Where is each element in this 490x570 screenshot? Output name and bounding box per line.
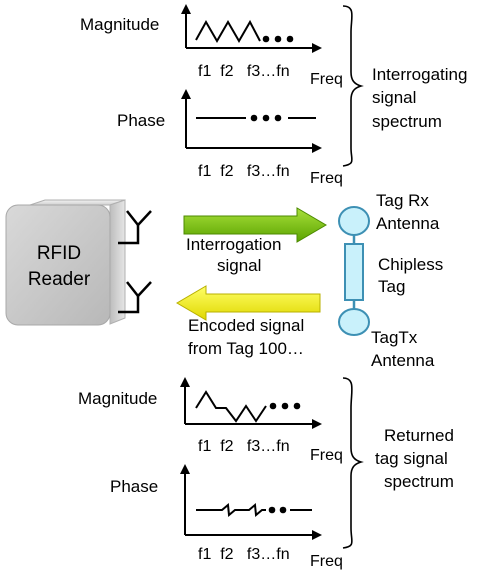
top-caption-line3: spectrum bbox=[372, 112, 442, 131]
top-phase-plot: Phase f1 f2 f3…fn Freq bbox=[117, 89, 343, 187]
bottom-phase-jumps-line bbox=[196, 503, 266, 517]
ellipsis-dot bbox=[279, 506, 287, 514]
bottom-brace bbox=[342, 377, 364, 549]
top-caption-line2: signal bbox=[372, 88, 416, 107]
bottom-caption-line3: spectrum bbox=[384, 472, 454, 491]
bottom-phase-x-arrowhead bbox=[312, 530, 322, 540]
ellipsis-dot bbox=[281, 402, 289, 410]
top-phase-label: Phase bbox=[117, 111, 165, 130]
return-arrow-icon bbox=[176, 285, 321, 321]
top-phase-freq-label: Freq bbox=[310, 170, 343, 187]
chipless-label-line1: Chipless bbox=[378, 255, 443, 274]
bottom-magnitude-y-arrowhead bbox=[180, 377, 190, 387]
bottom-magnitude-label: Magnitude bbox=[78, 389, 157, 408]
top-magnitude-x-arrowhead bbox=[312, 43, 322, 53]
ellipsis-dot bbox=[262, 35, 270, 43]
interrogation-label-line1: Interrogation bbox=[186, 235, 281, 254]
bottom-phase-freq-label: Freq bbox=[310, 553, 343, 570]
ellipsis-dot bbox=[274, 35, 282, 43]
ellipsis-dot bbox=[286, 35, 294, 43]
ellipsis-dot bbox=[293, 402, 301, 410]
bottom-magnitude-tick-labels: f1 f2 f3…fn bbox=[198, 438, 290, 455]
encoded-label-line2: from Tag 100… bbox=[188, 339, 304, 358]
bottom-magnitude-plot: Magnitude f1 f2 f3…fn Freq bbox=[78, 377, 343, 464]
tag-tx-label-line2: Antenna bbox=[371, 351, 435, 370]
interrogation-label-line2: signal bbox=[217, 256, 261, 275]
reader-rx-antenna-icon bbox=[118, 281, 152, 314]
tag-rx-antenna-icon bbox=[338, 206, 370, 236]
reader-label-line1: RFID bbox=[37, 243, 81, 264]
bottom-magnitude-freq-label: Freq bbox=[310, 447, 343, 464]
bottom-phase-y-arrowhead bbox=[180, 464, 190, 474]
ellipsis-dot bbox=[269, 402, 277, 410]
ellipsis-dot bbox=[250, 114, 258, 122]
ellipsis-dot bbox=[268, 506, 276, 514]
reader-side-face bbox=[109, 199, 126, 325]
tag-tx-antenna-icon bbox=[338, 308, 370, 336]
rfid-reader: RFID Reader bbox=[5, 199, 126, 326]
top-magnitude-plot: Magnitude f1 f2 f3…fn Freq bbox=[80, 4, 343, 88]
reader-tx-antenna-icon bbox=[118, 210, 152, 245]
tag-chip-body bbox=[344, 243, 364, 301]
bottom-magnitude-x-arrowhead bbox=[312, 419, 322, 429]
top-magnitude-tick-labels: f1 f2 f3…fn bbox=[198, 63, 290, 80]
bottom-caption-line2: tag signal bbox=[375, 449, 448, 468]
top-phase-x-arrowhead bbox=[312, 143, 322, 153]
top-caption: Interrogating signal spectrum bbox=[372, 65, 467, 131]
top-magnitude-y-arrowhead bbox=[181, 4, 191, 14]
bottom-caption-line1: Returned bbox=[384, 426, 454, 445]
bottom-caption: Returned tag signal spectrum bbox=[375, 426, 454, 491]
reader-label-line2: Reader bbox=[28, 269, 91, 290]
tag-rx-label-line2: Antenna bbox=[376, 214, 440, 233]
bottom-magnitude-notched-spectrum bbox=[195, 390, 267, 423]
tag-tx-label-line1: TagTx bbox=[371, 328, 418, 347]
chipless-tag bbox=[338, 206, 370, 336]
top-phase-y-arrowhead bbox=[181, 89, 191, 99]
top-caption-line1: Interrogating bbox=[372, 65, 467, 84]
interrogation-arrow-icon bbox=[183, 207, 327, 243]
bottom-phase-label: Phase bbox=[110, 477, 158, 496]
chipless-label-line2: Tag bbox=[378, 277, 405, 296]
top-magnitude-freq-label: Freq bbox=[310, 71, 343, 88]
bottom-phase-tick-labels: f1 f2 f3…fn bbox=[198, 546, 290, 563]
ellipsis-dot bbox=[262, 114, 270, 122]
tag-rx-label-line1: Tag Rx bbox=[376, 191, 429, 210]
top-magnitude-triangle-spectrum bbox=[195, 19, 261, 43]
top-brace bbox=[342, 5, 364, 167]
top-magnitude-label: Magnitude bbox=[80, 15, 159, 34]
reader-front-face bbox=[5, 204, 111, 326]
bottom-phase-plot: Phase f1 f2 f3…fn Freq bbox=[110, 464, 343, 570]
encoded-label-line1: Encoded signal bbox=[188, 316, 304, 335]
ellipsis-dot bbox=[274, 114, 282, 122]
top-phase-tick-labels: f1 f2 f3…fn bbox=[198, 163, 290, 180]
